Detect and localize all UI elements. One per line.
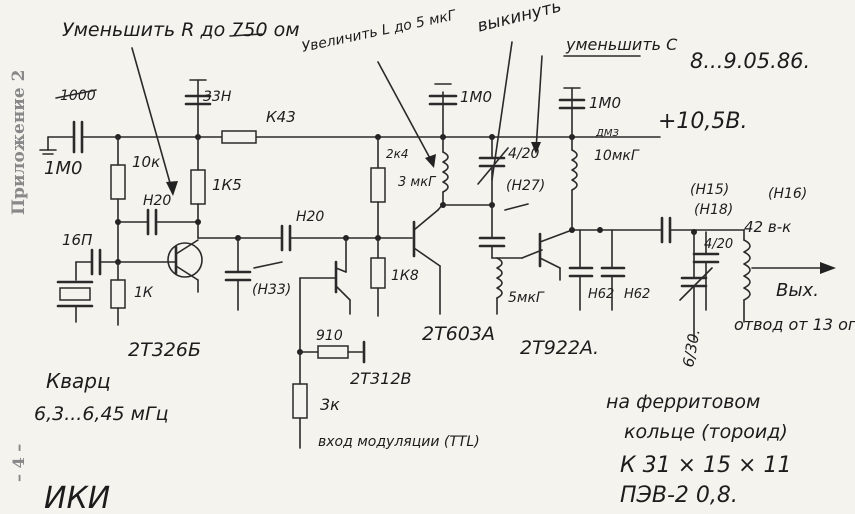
l-3-label: 3 мкГ <box>398 175 437 190</box>
q3-tank <box>428 83 509 259</box>
q4-supply <box>558 87 586 231</box>
note-remove: выкинуть <box>475 0 563 37</box>
core-line-3: К 31 × 15 × 11 <box>620 453 791 478</box>
annotation-arrows <box>131 33 641 196</box>
c-h15-label: (Н15) <box>690 182 729 198</box>
dm3-label: ДМЗ <box>595 128 619 139</box>
c-33h-label: 33Н <box>203 89 232 105</box>
c-h18-label: (Н18) <box>694 202 733 218</box>
date-label: 8...9.05.86. <box>690 49 810 73</box>
c-h33-label: (Н33) <box>252 282 291 298</box>
page-number: – 4 – <box>9 444 28 482</box>
transistor-q1 <box>117 235 241 293</box>
c-1m0a-label: 1М0 <box>460 88 492 106</box>
c-h20a-label: Н20 <box>143 193 171 209</box>
r-3k-label: 3к <box>320 395 340 414</box>
r-2k4-label: 2к4 <box>386 147 409 161</box>
appendix-label: Приложение 2 <box>9 70 29 215</box>
cap-33h <box>184 79 212 138</box>
c-in-label: 1М0 <box>44 158 82 179</box>
resistor-1k <box>110 261 126 326</box>
output-network <box>660 216 836 341</box>
mod-input-label: вход модуляции (TTL) <box>318 434 480 450</box>
note-reduce-c: уменьшить С <box>565 35 678 54</box>
crystal-title: Кварц <box>46 369 111 393</box>
core-line-1: на ферритовом <box>606 391 760 413</box>
output-label: Вых. <box>776 280 819 301</box>
input-capacitor <box>39 120 119 155</box>
q1-designator: 2Т326Б <box>128 339 201 361</box>
q3-designator: 2Т603А <box>422 323 495 345</box>
c-h62a-label: Н62 <box>588 287 614 302</box>
l-5-label: 5мкГ <box>508 290 545 306</box>
c-16p-label: 16П <box>62 231 92 249</box>
crystal-freq: 6,3...6,45 мГц <box>34 403 169 425</box>
tap-label: отвод от 13 ого <box>734 315 855 334</box>
c-4-20b-label: 4/20 <box>704 237 733 252</box>
note-increase-l: Увеличить L до 5 мкГ <box>300 7 458 55</box>
r-1k5-label: 1К5 <box>212 176 242 194</box>
q1-bias-network <box>110 136 206 265</box>
supply-label: +10,5В. <box>658 109 748 134</box>
transistor-q4 <box>538 227 663 281</box>
transistor-q2 <box>292 237 366 449</box>
r-910-label: 910 <box>316 328 343 344</box>
cap-h20b <box>237 224 413 252</box>
r-k43-label: К43 <box>266 108 296 126</box>
transistor-q3 <box>412 202 445 315</box>
note-reduce-r: Уменьшить R до 750 ом <box>62 19 300 41</box>
c-6-30-label: 6/30. <box>679 328 703 369</box>
crystal-branch <box>56 248 119 323</box>
l-10-label: 10мкГ <box>594 148 640 164</box>
q2-designator: 2Т312В <box>350 369 411 388</box>
r-10k-label: 10к <box>132 153 160 171</box>
c-1m0b-label: 1М0 <box>589 94 621 112</box>
iki-label: ИКИ <box>44 481 110 514</box>
core-line-2: кольце (тороид) <box>624 421 788 443</box>
q4-input-coil <box>491 249 543 315</box>
supply-rail <box>115 134 661 140</box>
resistor-k43 <box>221 130 257 144</box>
caps-h62 <box>568 229 626 311</box>
c-h16-label: (Н16) <box>768 186 807 202</box>
c-h27-label: (Н27) <box>506 178 545 194</box>
q4-designator: 2Т922А. <box>520 337 599 359</box>
c-h20b-label: Н20 <box>296 209 324 225</box>
core-line-4: ПЭВ-2 0,8. <box>620 483 738 508</box>
q3-bias-divider <box>370 136 386 317</box>
cap-h33 <box>224 237 252 311</box>
c-4-20a-label: 4/20 <box>508 146 540 162</box>
r-1k-label: 1К <box>134 285 154 301</box>
turns-label: 42 в-к <box>744 218 791 236</box>
c-h62b-label: Н62 <box>624 287 650 302</box>
r-1k8-label: 1К8 <box>391 268 419 284</box>
